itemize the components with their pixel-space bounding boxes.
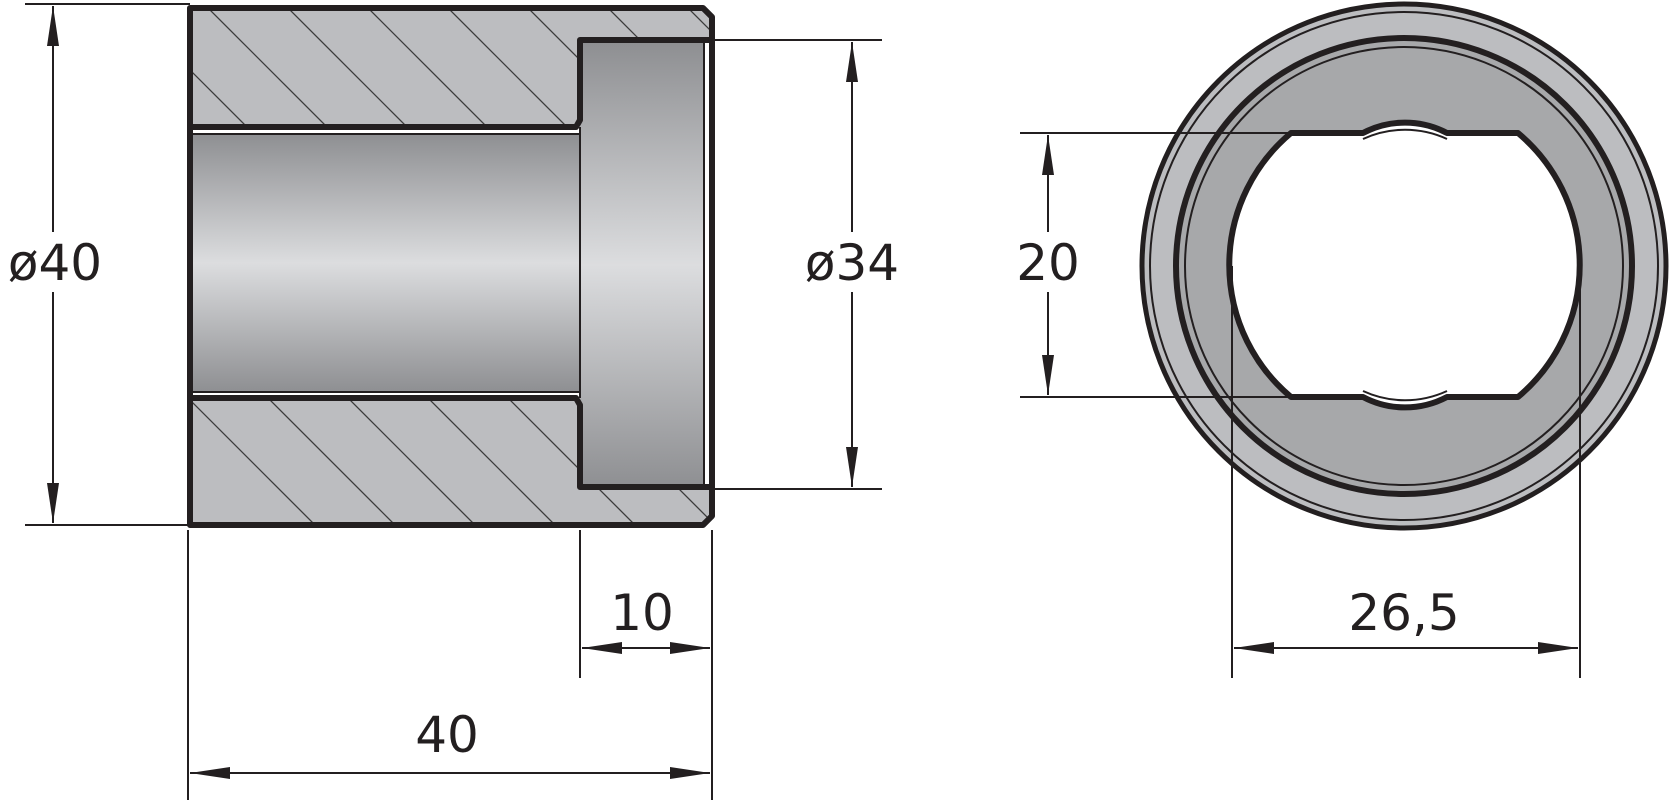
counterbore-surface xyxy=(580,43,704,487)
dimension-flat-width: 20 xyxy=(1016,132,1290,398)
bore-diameter-label: 26,5 xyxy=(1348,584,1459,642)
dimension-counterbore-diameter: ø34 xyxy=(712,39,899,490)
dimension-outer-diameter: ø40 xyxy=(8,3,190,526)
counterbore-diameter-label: ø34 xyxy=(805,234,899,292)
flat-width-label: 20 xyxy=(1016,234,1080,292)
section-view xyxy=(187,5,715,528)
bore-opening xyxy=(1226,119,1583,411)
dimension-bore-diameter: 26,5 xyxy=(1231,266,1581,678)
end-view xyxy=(1139,1,1669,531)
counterbore-depth-label: 10 xyxy=(610,584,674,642)
length-label: 40 xyxy=(415,706,479,764)
bore-surface xyxy=(190,134,580,392)
outer-diameter-label: ø40 xyxy=(8,234,102,292)
dimension-counterbore-depth: 10 xyxy=(579,530,713,800)
dimension-length: 40 xyxy=(187,530,710,800)
